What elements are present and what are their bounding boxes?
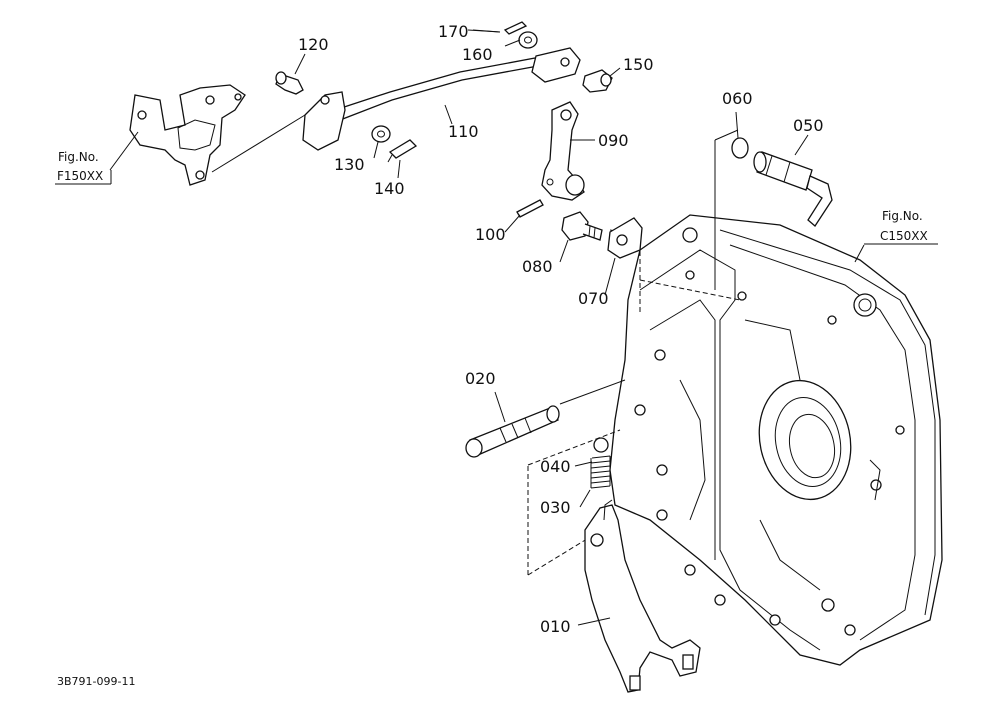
- shift-rod-110[interactable]: [302, 47, 581, 151]
- label-090: 090: [598, 131, 629, 150]
- clevis-pin-120[interactable]: [275, 71, 304, 95]
- detent-ball-040[interactable]: [593, 437, 609, 453]
- fig-ref-right-code: C150XX: [880, 229, 928, 243]
- label-030: 030: [540, 498, 571, 517]
- shift-pin-050[interactable]: [753, 151, 833, 227]
- bolt-080[interactable]: [561, 211, 603, 241]
- label-140: 140: [374, 179, 405, 198]
- label-130: 130: [334, 155, 365, 174]
- shift-rod-020[interactable]: [465, 405, 560, 458]
- fig-ref-left-label: Fig.No.: [58, 150, 99, 164]
- fig-ref-right: Fig.No. C150XX: [864, 209, 938, 245]
- label-150: 150: [623, 55, 654, 74]
- leader-lines: [109, 29, 865, 626]
- detent-spring-030[interactable]: [590, 455, 611, 489]
- fig-ref-right-label: Fig.No.: [882, 209, 923, 223]
- shift-arm-090[interactable]: [541, 101, 585, 201]
- mounting-bracket: [129, 84, 246, 186]
- diagram-code: 3B791-099-11: [57, 675, 135, 688]
- spring-pin-100[interactable]: [516, 199, 544, 218]
- label-060: 060: [722, 89, 753, 108]
- assembly-lines: [519, 129, 741, 576]
- label-080: 080: [522, 257, 553, 276]
- washer-160[interactable]: [518, 31, 538, 49]
- lock-plate-070[interactable]: [607, 217, 643, 259]
- label-160: 160: [462, 45, 493, 64]
- transmission-case: [609, 214, 943, 666]
- part-labels: 010 020 030 040 050 060 070 080 090 100 …: [298, 22, 824, 636]
- label-100: 100: [475, 225, 506, 244]
- label-070: 070: [578, 289, 609, 308]
- fig-ref-left-code: F150XX: [57, 169, 103, 183]
- label-170: 170: [438, 22, 469, 41]
- label-040: 040: [540, 457, 571, 476]
- label-020: 020: [465, 369, 496, 388]
- label-120: 120: [298, 35, 329, 54]
- washer-130[interactable]: [371, 125, 391, 143]
- fig-ref-left: Fig.No. F150XX: [55, 150, 112, 185]
- cotter-pin-140[interactable]: [387, 139, 418, 163]
- label-110: 110: [448, 122, 479, 141]
- o-ring-060[interactable]: [731, 137, 749, 159]
- clevis-pin-150[interactable]: [582, 69, 613, 93]
- label-050: 050: [793, 116, 824, 135]
- shift-fork-010[interactable]: [584, 499, 701, 693]
- label-010: 010: [540, 617, 571, 636]
